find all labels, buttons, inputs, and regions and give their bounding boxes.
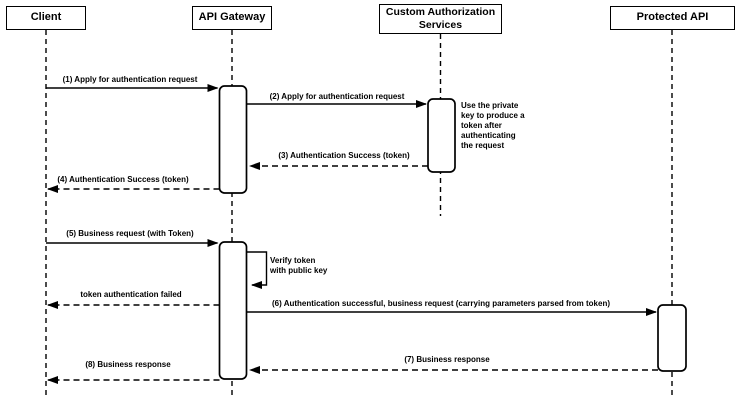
participant-protected-api-label: Protected API (636, 11, 709, 24)
message-arrows (46, 84, 658, 384)
message-3-label: (3) Authentication Success (token) (278, 151, 410, 160)
activation-bars (218, 85, 687, 380)
activation-custom-authorization (427, 98, 456, 173)
message-2-label: (2) Apply for authentication request (269, 92, 405, 101)
participant-api-gateway: API Gateway (192, 6, 272, 30)
message-8-label: (8) Business response (85, 360, 171, 369)
participant-api-gateway-label: API Gateway (198, 11, 266, 24)
message-verify-token-label: Verify token with public key (270, 256, 328, 275)
message-token-auth-failed-label: token authentication failed (80, 290, 182, 299)
message-6-label: (6) Authentication successful, business … (271, 299, 611, 308)
participant-custom-authorization-services-label: Custom Authorization Services (385, 5, 496, 31)
activation-api-gateway-auth (218, 85, 248, 194)
note-private-key: Use the private key to produce a token a… (461, 101, 525, 150)
participant-client-label: Client (30, 11, 62, 24)
activation-api-gateway-business (218, 241, 248, 380)
message-7-label: (7) Business response (404, 355, 490, 364)
message-5-label: (5) Business request (with Token) (66, 229, 194, 238)
participant-custom-authorization-services: Custom Authorization Services (379, 4, 502, 34)
lifelines (45, 30, 673, 398)
activation-protected-api (657, 304, 687, 372)
message-1-label: (1) Apply for authentication request (62, 75, 198, 84)
participant-protected-api: Protected API (610, 6, 735, 30)
participant-client: Client (6, 6, 86, 30)
arrow-self-verify-token (246, 251, 268, 289)
message-4-label: (4) Authentication Success (token) (57, 175, 189, 184)
